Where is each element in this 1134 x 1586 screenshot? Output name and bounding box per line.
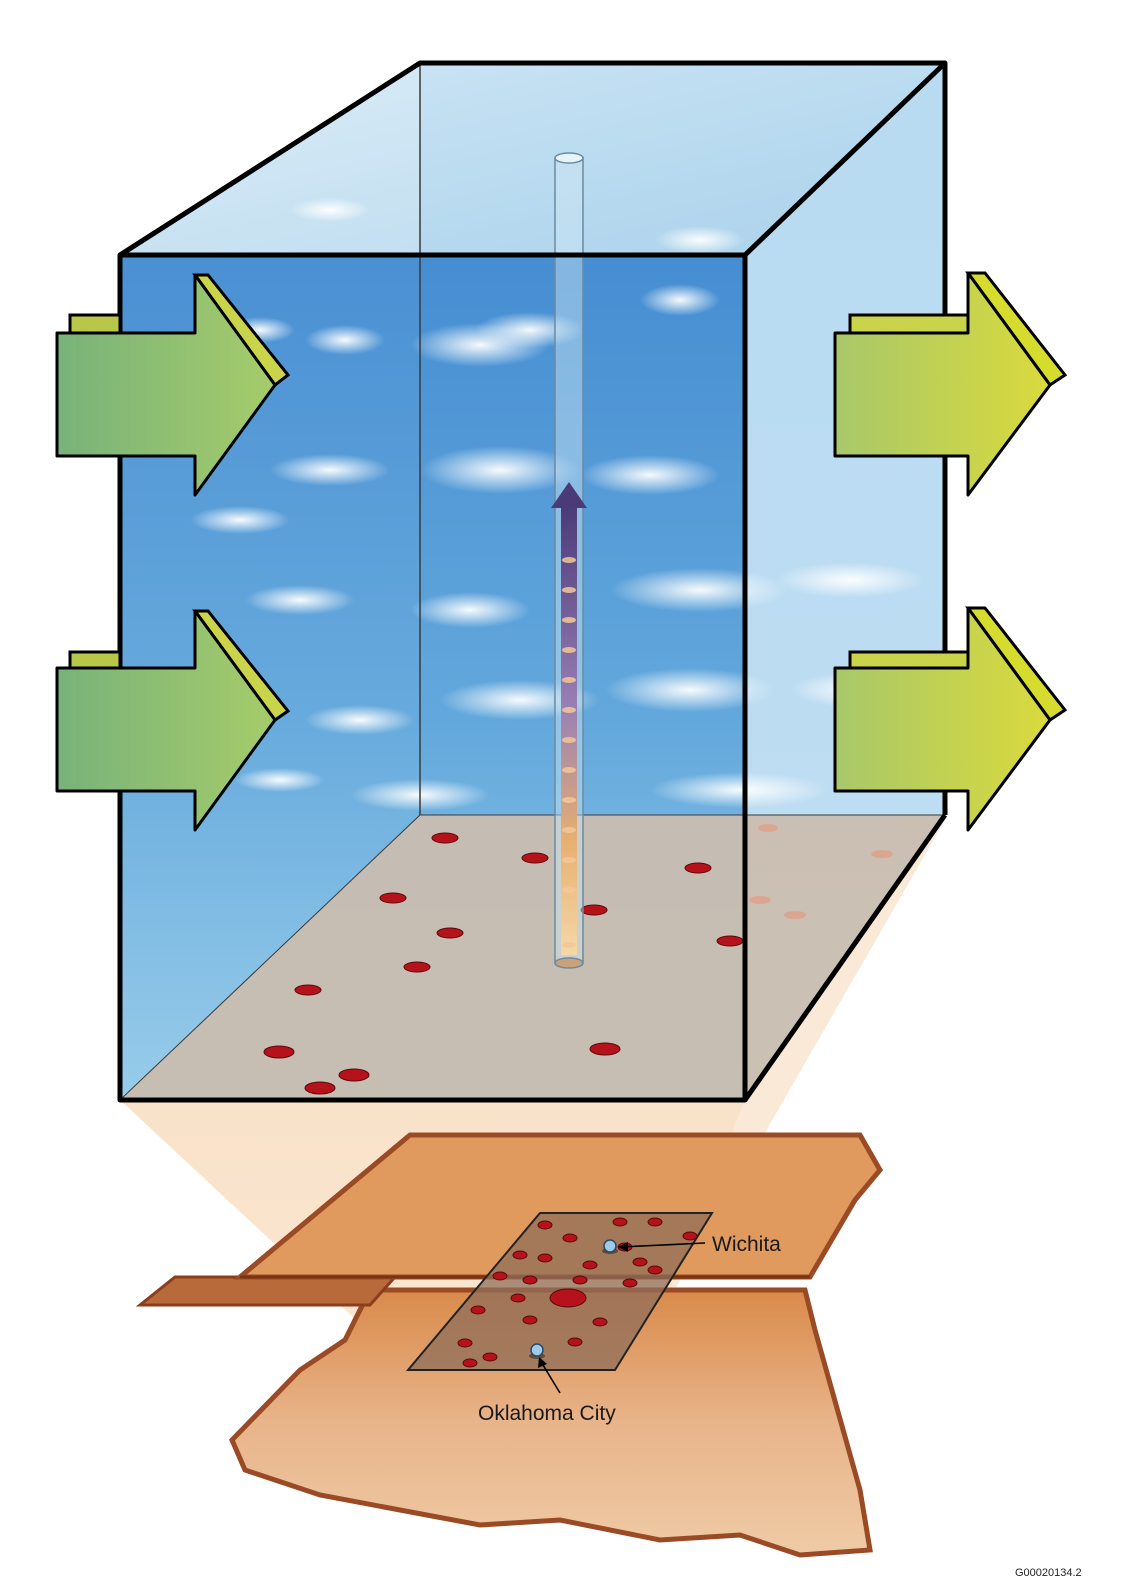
city-label-oklahoma-city: Oklahoma City: [478, 1402, 616, 1425]
arrow-right-icon: [833, 271, 1068, 497]
ground-plane: [120, 815, 945, 1100]
oklahoma-city-marker: [529, 1343, 561, 1394]
ground-site-dots: [263, 832, 744, 1095]
figure-id: G00020134.2: [1015, 1567, 1082, 1579]
ground-site-dots-faded: [749, 824, 893, 919]
atmospheric-box: [117, 60, 948, 1103]
measurement-tower: [551, 152, 587, 969]
arrow-up-icon: [551, 482, 587, 508]
arrow-right-icon: [833, 606, 1068, 832]
map-site-dots: [457, 1217, 698, 1368]
region-map: Wichita Oklahoma City: [135, 1132, 884, 1558]
outflow-arrows: [833, 271, 1068, 832]
wichita-marker: [602, 1239, 706, 1254]
inflow-arrows: [55, 273, 291, 832]
city-label-wichita: Wichita: [712, 1233, 781, 1256]
clouds: [190, 198, 930, 811]
arrow-right-icon: [55, 273, 291, 497]
arrow-right-icon: [55, 609, 291, 832]
